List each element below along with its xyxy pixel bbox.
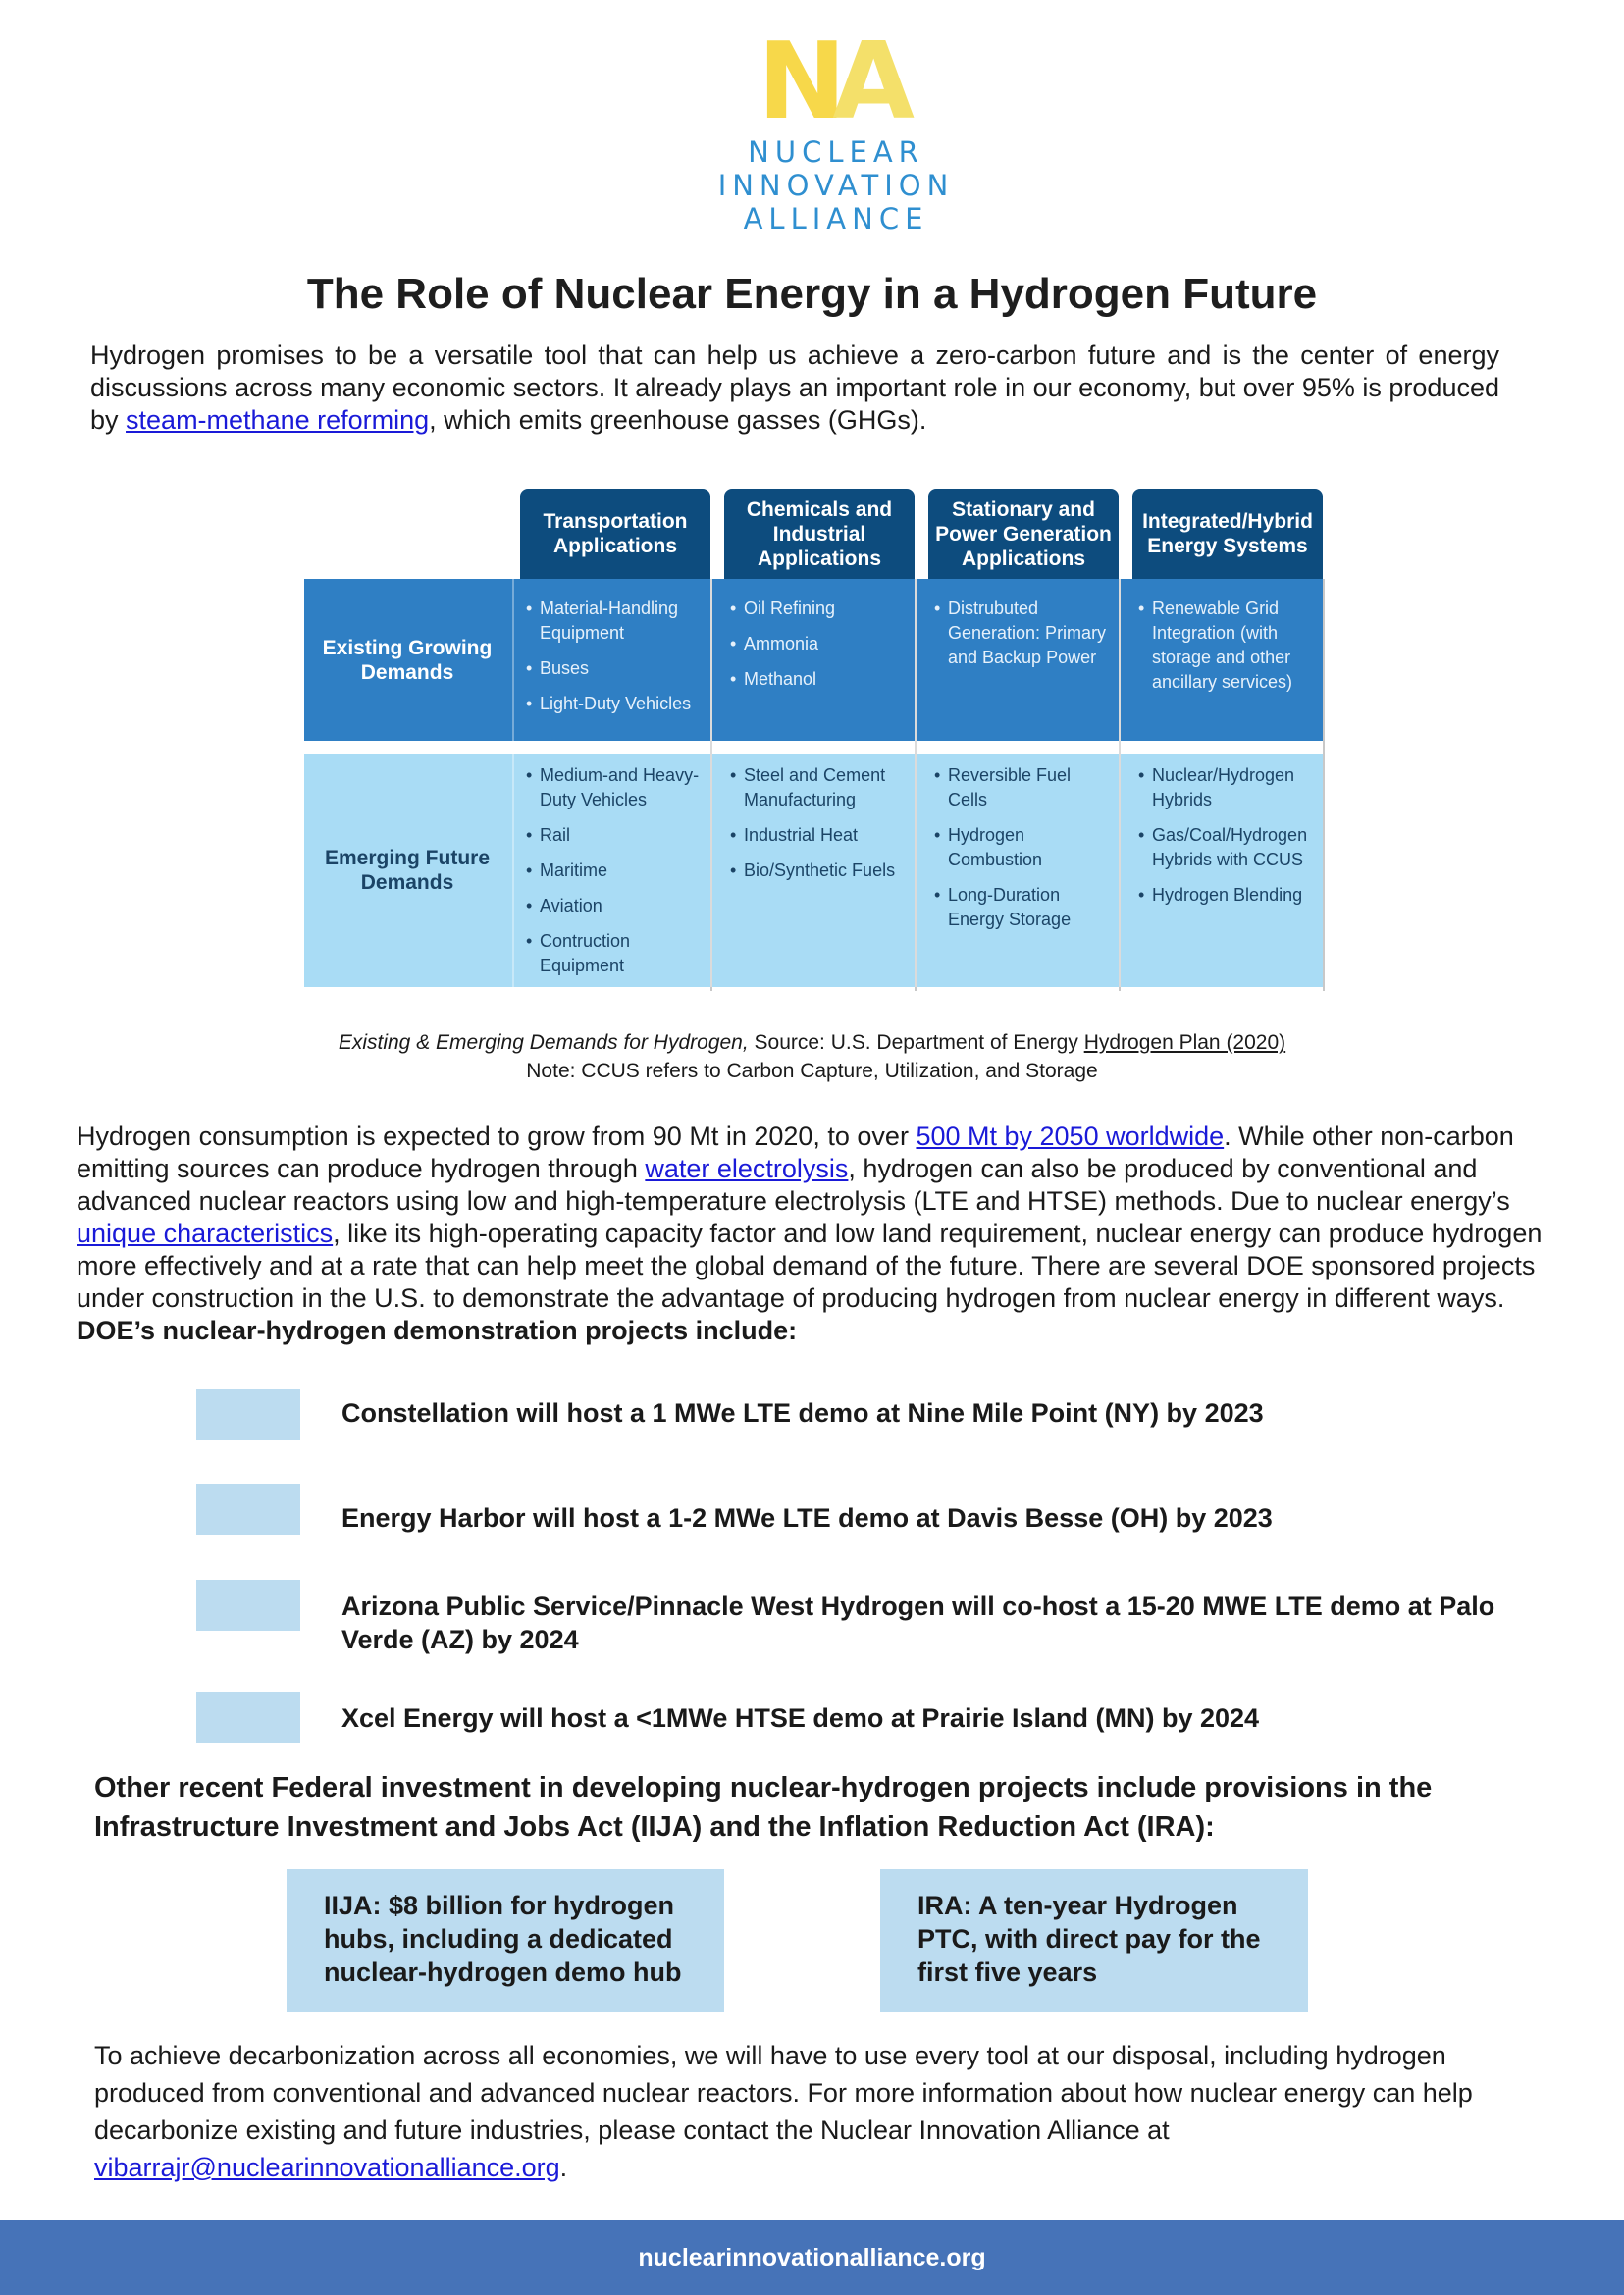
list-item: Steel and Cement Manufacturing xyxy=(730,763,905,812)
page-title: The Role of Nuclear Energy in a Hydrogen… xyxy=(306,270,1318,318)
ccus-note: Note: CCUS refers to Carbon Capture, Uti… xyxy=(526,1060,1098,1082)
project-energy-harbor: Energy Harbor will host a 1-2 MWe LTE de… xyxy=(341,1503,1273,1533)
table-cell: Reversible Fuel CellsHydrogen Combustion… xyxy=(928,763,1119,943)
list-item: Contruction Equipment xyxy=(526,929,701,978)
logo-text-innovation: INNOVATION xyxy=(717,169,955,202)
table-cell: Steel and Cement ManufacturingIndustrial… xyxy=(724,763,915,894)
table-cell: Oil RefiningAmmoniaMethanol xyxy=(724,597,915,703)
column-header: Chemicals and Industrial Applications xyxy=(724,489,915,579)
steam-methane-reforming-link[interactable]: steam-methane reforming xyxy=(126,405,430,435)
500-mt-link[interactable]: 500 Mt by 2050 worldwide xyxy=(916,1121,1225,1151)
list-item: Maritime xyxy=(526,859,701,883)
unique-characteristics-link[interactable]: unique characteristics xyxy=(77,1219,334,1248)
column-header: Integrated/Hybrid Energy Systems xyxy=(1132,489,1323,579)
column-divider xyxy=(1119,579,1121,987)
project-constellation: Constellation will host a 1 MWe LTE demo… xyxy=(341,1398,1264,1428)
table-cell: Distrubuted Generation: Primary and Back… xyxy=(928,597,1119,681)
list-item: Renewable Grid Integration (with storage… xyxy=(1138,597,1313,695)
table-cell: Nuclear/Hydrogen HybridsGas/Coal/Hydroge… xyxy=(1132,763,1323,918)
list-item: Industrial Heat xyxy=(730,823,905,848)
list-item: Oil Refining xyxy=(730,597,905,621)
table-cell: Renewable Grid Integration (with storage… xyxy=(1132,597,1323,705)
column-divider xyxy=(710,579,712,987)
project-xcel-energy: Xcel Energy will host a <1MWe HTSE demo … xyxy=(341,1703,1260,1733)
table-cell: Medium-and Heavy-Duty VehiclesRailMariti… xyxy=(520,763,710,989)
list-item: Methanol xyxy=(730,667,905,692)
project-marker xyxy=(196,1580,300,1631)
logo-text-nuclear: NUCLEAR xyxy=(748,135,924,169)
table-cell: Material-Handling EquipmentBusesLight-Du… xyxy=(520,597,710,727)
column-edge xyxy=(1119,579,1121,991)
figure-caption: Existing & Emerging Demands for Hydrogen… xyxy=(0,1028,1624,1085)
project-marker xyxy=(196,1389,300,1440)
project-marker xyxy=(196,1484,300,1535)
row-label: Existing Growing Demands xyxy=(322,636,493,684)
logo-text-alliance: ALLIANCE xyxy=(743,202,929,235)
list-item: Material-Handling Equipment xyxy=(526,597,701,646)
column-divider xyxy=(915,579,917,987)
list-item: Light-Duty Vehicles xyxy=(526,692,701,716)
column-divider xyxy=(512,579,514,987)
column-edge xyxy=(1323,579,1325,991)
project-marker xyxy=(196,1692,300,1743)
footer-website[interactable]: nuclearinnovationalliance.org xyxy=(638,2243,986,2271)
list-item: Gas/Coal/Hydrogen Hybrids with CCUS xyxy=(1138,823,1313,872)
list-item: Rail xyxy=(526,823,701,848)
list-item: Ammonia xyxy=(730,632,905,656)
list-item: Hydrogen Blending xyxy=(1138,883,1313,908)
column-edge xyxy=(915,579,917,991)
list-item: Bio/Synthetic Fuels xyxy=(730,859,905,883)
footer-bar: nuclearinnovationalliance.org xyxy=(0,2220,1624,2295)
project-arizona-public-service: Arizona Public Service/Pinnacle West Hyd… xyxy=(341,1591,1495,1654)
logo-mark: NA xyxy=(758,21,915,143)
column-edge xyxy=(710,579,712,991)
federal-investment-heading: Other recent Federal investment in devel… xyxy=(94,1772,1433,1843)
closing-paragraph: To achieve decarbonization across all ec… xyxy=(94,2041,1473,2182)
intro-paragraph: Hydrogen promises to be a versatile tool… xyxy=(90,340,1499,435)
list-item: Buses xyxy=(526,656,701,681)
ira-callout: IRA: A ten-year Hydrogen PTC, with direc… xyxy=(880,1869,1308,2012)
column-header: Transportation Applications xyxy=(520,489,710,579)
iija-callout: IIJA: $8 billion for hydrogen hubs, incl… xyxy=(287,1869,724,2012)
hydrogen-plan-link[interactable]: Hydrogen Plan (2020) xyxy=(1083,1031,1286,1054)
list-item: Nuclear/Hydrogen Hybrids xyxy=(1138,763,1313,812)
consumption-paragraph: Hydrogen consumption is expected to grow… xyxy=(77,1121,1543,1345)
list-item: Distrubuted Generation: Primary and Back… xyxy=(934,597,1109,670)
list-item: Hydrogen Combustion xyxy=(934,823,1109,872)
list-item: Long-Duration Energy Storage xyxy=(934,883,1109,932)
list-item: Aviation xyxy=(526,894,701,918)
list-item: Reversible Fuel Cells xyxy=(934,763,1109,812)
row-label: Emerging Future Demands xyxy=(324,847,490,894)
nia-logo: NA NUCLEAR INNOVATION ALLIANCE xyxy=(713,29,959,236)
column-header: Stationary and Power Generation Applicat… xyxy=(928,489,1119,579)
list-item: Medium-and Heavy-Duty Vehicles xyxy=(526,763,701,812)
contact-email-link[interactable]: vibarrajr@nuclearinnovationalliance.org xyxy=(94,2153,560,2182)
water-electrolysis-link[interactable]: water electrolysis xyxy=(645,1154,849,1183)
